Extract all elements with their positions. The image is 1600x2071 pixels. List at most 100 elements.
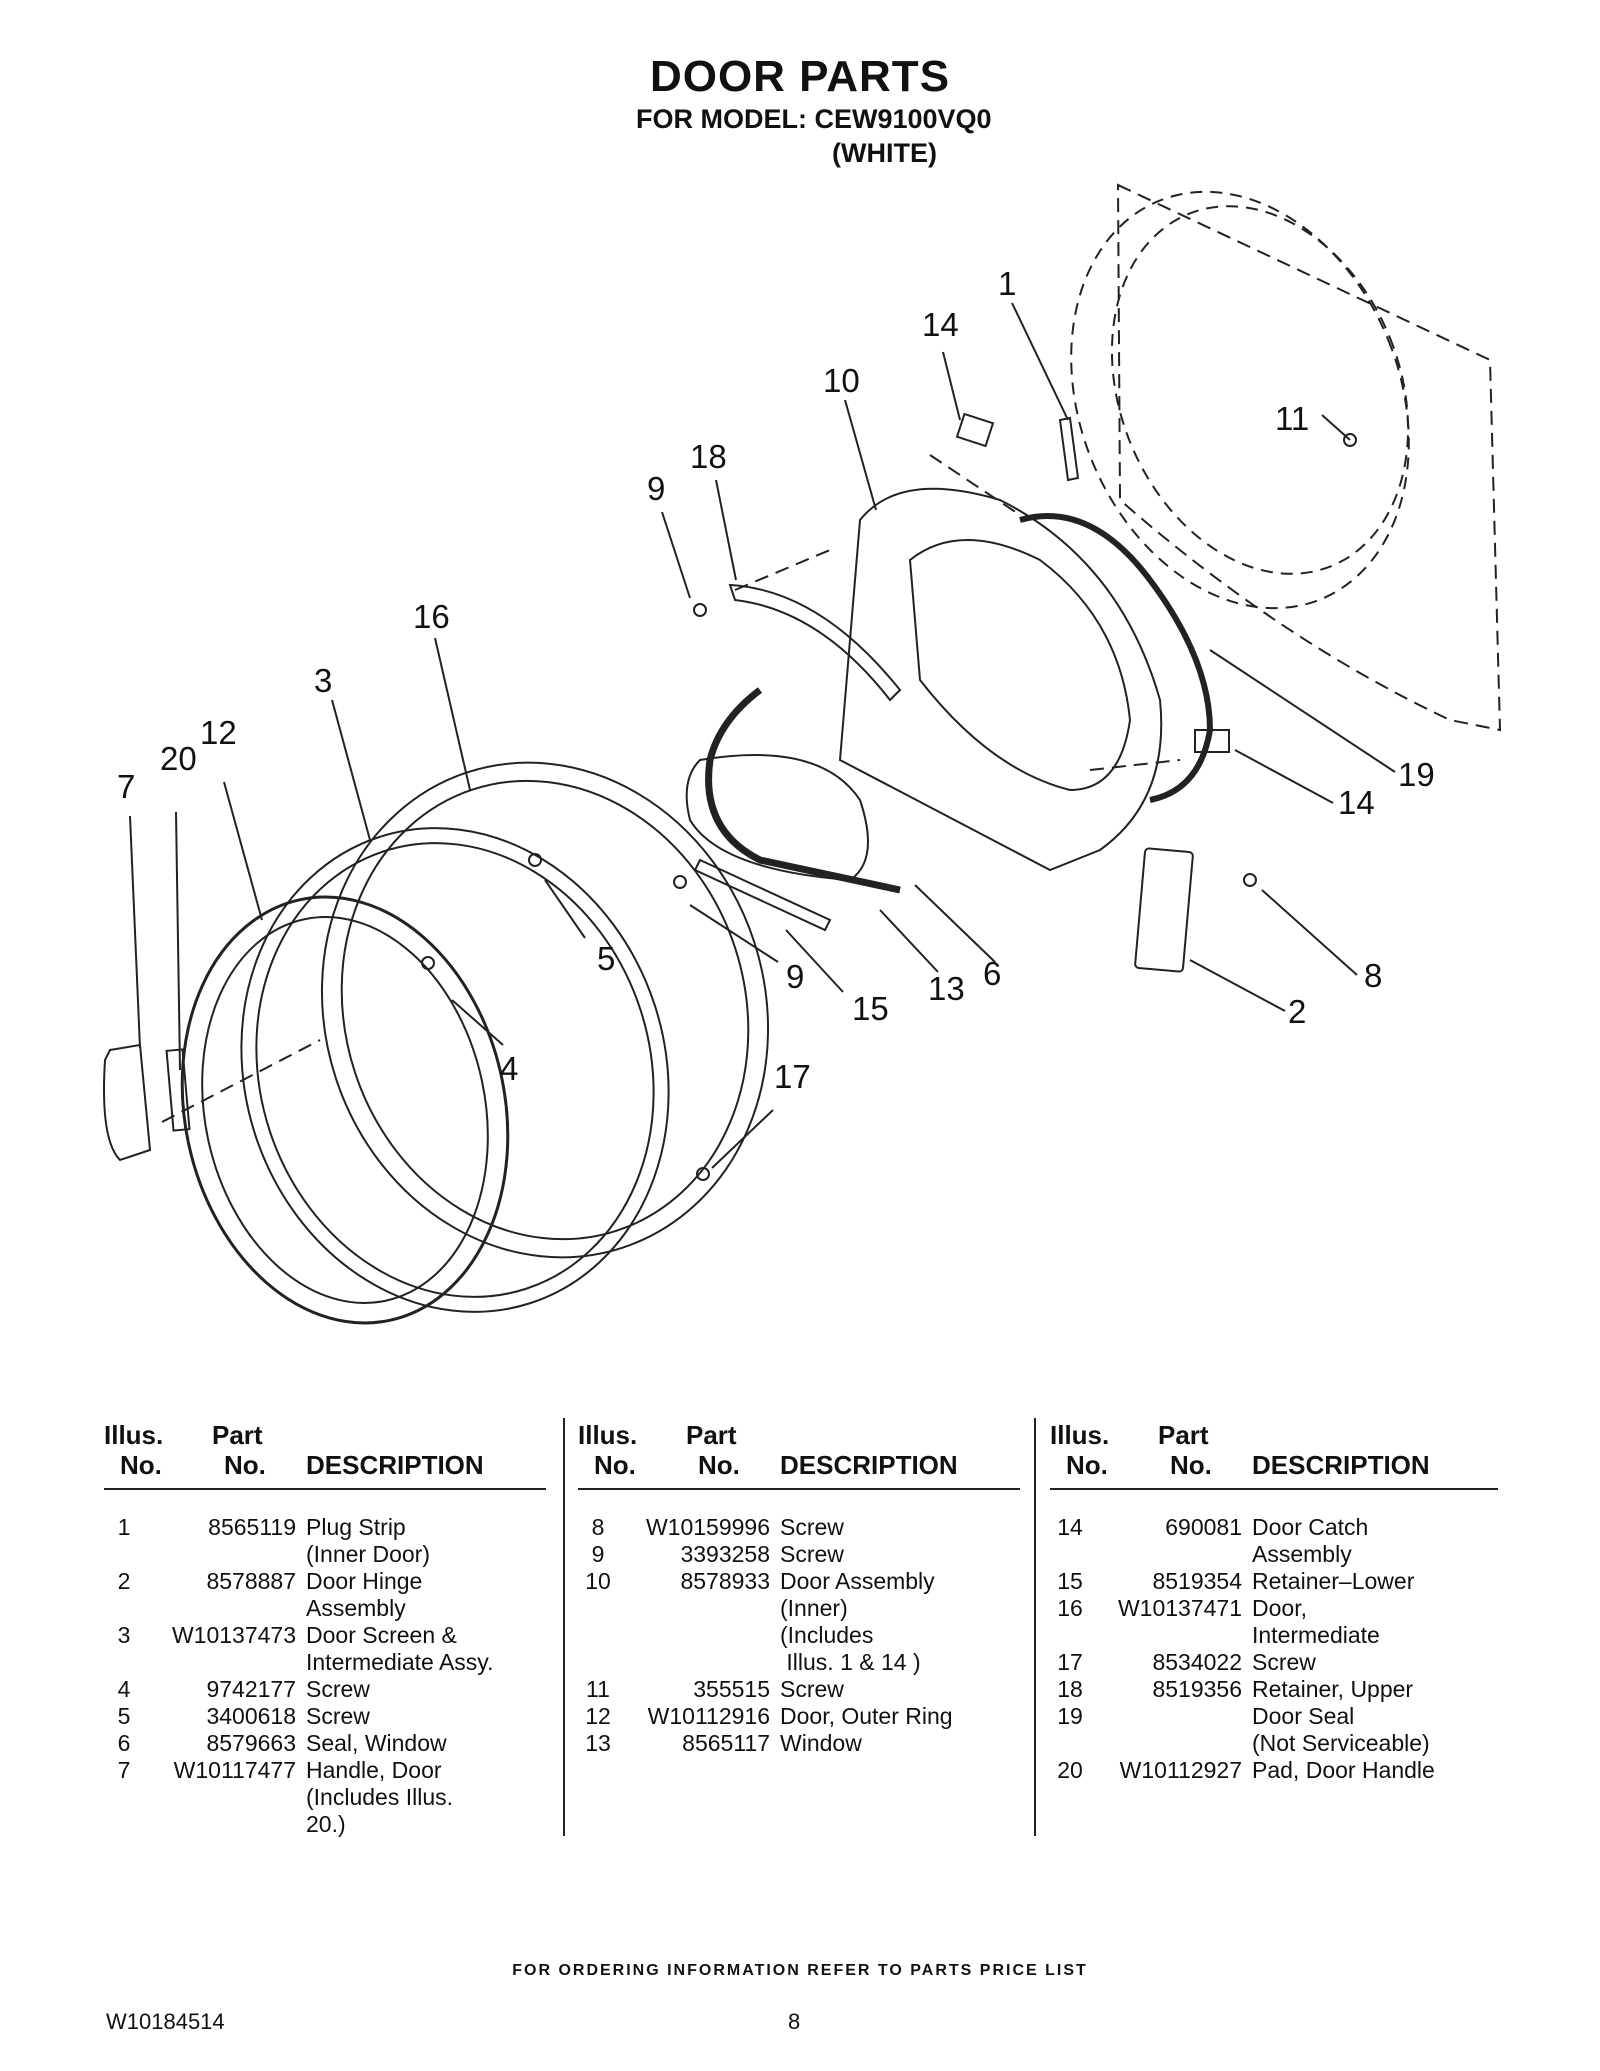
dryer-cabinet-outline	[1116, 183, 1502, 732]
table-row-part-number: 8578887	[206, 1568, 296, 1594]
callout-4: 4	[500, 1050, 519, 1087]
table-row-part-number: 8519354	[1152, 1568, 1242, 1594]
table-row-illus: 9	[591, 1541, 605, 1567]
table-row-illus: 6	[117, 1730, 131, 1756]
header-illus-2: No.	[594, 1450, 636, 1480]
header-illus-1: Illus.	[1050, 1420, 1110, 1450]
callout-7: 7	[117, 768, 136, 805]
table-row-illus: 19	[1057, 1703, 1083, 1729]
table-row-description: Pad, Door Handle	[1252, 1757, 1435, 1783]
callout-16: 16	[413, 598, 450, 635]
table-row-part-number: 8565119	[208, 1514, 296, 1540]
header-part-1: Part	[686, 1420, 737, 1450]
header-part-2: No.	[1170, 1450, 1212, 1480]
table-row-part-number: 690081	[1165, 1514, 1242, 1540]
table-row-illus: 7	[117, 1757, 131, 1783]
table-row-description: Assembly	[306, 1595, 406, 1621]
callout-9-top: 9	[647, 470, 666, 507]
table-row-description: Retainer–Lower	[1252, 1568, 1415, 1594]
table-row-part-number: 9742177	[206, 1676, 296, 1702]
table-row-description: (Includes	[780, 1622, 874, 1648]
header-illus-1: Illus.	[104, 1420, 164, 1450]
table-row-part-number: W10112927	[1119, 1757, 1242, 1783]
table-row-description: Door,	[1252, 1595, 1307, 1621]
table-row-part-number: W10137473	[171, 1622, 296, 1648]
table-header: Illus. No. Part No. DESCRIPTION	[578, 1418, 1020, 1490]
table-row-description: Screw	[306, 1676, 370, 1702]
table-row-description: Window	[780, 1730, 862, 1756]
header-illus-1: Illus.	[578, 1420, 638, 1450]
table-row-description: Door, Outer Ring	[780, 1703, 953, 1729]
callout-20: 20	[160, 740, 197, 777]
table-row-description: Screw	[780, 1514, 844, 1540]
callout-9-bottom: 9	[786, 958, 805, 995]
table-row-part-number: 8519356	[1152, 1676, 1242, 1702]
table-row-illus: 14	[1057, 1514, 1083, 1540]
table-row-illus: 17	[1057, 1649, 1083, 1675]
table-row-illus: 5	[117, 1703, 131, 1729]
table-row-illus: 20	[1057, 1757, 1083, 1783]
table-row-illus: 1	[117, 1514, 131, 1540]
table-row-description: Illus. 1 & 14 )	[780, 1649, 921, 1675]
table-header: Illus. No. Part No. DESCRIPTION	[104, 1418, 546, 1490]
callout-3: 3	[314, 662, 333, 699]
table-row-part-number: 355515	[693, 1676, 770, 1702]
page-number: 8	[788, 2009, 801, 2034]
model-color: (WHITE)	[832, 138, 937, 168]
table-row-description: Door Catch	[1252, 1514, 1369, 1540]
ordering-note: FOR ORDERING INFORMATION REFER TO PARTS …	[512, 1962, 1088, 1979]
callout-13: 13	[928, 970, 965, 1007]
document-number: W10184514	[106, 2009, 225, 2034]
callout-8: 8	[1364, 957, 1383, 994]
table-row-illus: 12	[585, 1703, 611, 1729]
table-row-part-number: 8534022	[1152, 1649, 1242, 1675]
header-part-2: No.	[224, 1450, 266, 1480]
table-row-part-number: 8565117	[682, 1730, 770, 1756]
table-row-description: Intermediate	[1252, 1622, 1380, 1648]
table-row-description: Door Hinge	[306, 1568, 423, 1594]
column-divider	[563, 1418, 565, 1836]
header-description: DESCRIPTION	[306, 1450, 484, 1480]
header-part-1: Part	[212, 1420, 263, 1450]
callout-15: 15	[852, 990, 889, 1027]
column-divider	[1034, 1418, 1036, 1836]
table-row-illus: 2	[117, 1568, 131, 1594]
callout-18: 18	[690, 438, 727, 475]
header-illus-2: No.	[1066, 1450, 1108, 1480]
callout-19: 19	[1398, 756, 1435, 793]
header-part-2: No.	[698, 1450, 740, 1480]
table-row-description: 20.)	[306, 1811, 346, 1837]
header-description: DESCRIPTION	[780, 1450, 958, 1480]
table-row-description: Screw	[306, 1703, 370, 1729]
table-row-description: (Not Serviceable)	[1252, 1730, 1430, 1756]
callout-12: 12	[200, 714, 237, 751]
table-row-description: Screw	[780, 1541, 844, 1567]
table-row-illus: 13	[585, 1730, 611, 1756]
callout-6: 6	[983, 955, 1002, 992]
table-row-description: Plug Strip	[306, 1514, 406, 1540]
table-row-part-number: W10117477	[173, 1757, 296, 1783]
table-row-description: Screw	[1252, 1649, 1316, 1675]
table-row-description: Retainer, Upper	[1252, 1676, 1414, 1702]
table-row-part-number: 3393258	[680, 1541, 770, 1567]
table-row-illus: 15	[1057, 1568, 1083, 1594]
table-row-part-number: 8579663	[206, 1730, 296, 1756]
table-row-description: Door Seal	[1252, 1703, 1355, 1729]
table-row-part-number: W10112916	[647, 1703, 770, 1729]
table-row-illus: 18	[1057, 1676, 1083, 1702]
table-row-part-number: 3400618	[206, 1703, 296, 1729]
table-row-illus: 8	[591, 1514, 605, 1540]
table-row-description: Door Screen &	[306, 1622, 457, 1648]
page-title: DOOR PARTS	[649, 52, 951, 101]
exploded-parts-diagram	[103, 183, 1502, 1325]
header-part-1: Part	[1158, 1420, 1209, 1450]
callout-5: 5	[597, 940, 616, 977]
table-row-part-number: W10137471	[1117, 1595, 1242, 1621]
callout-1: 1	[998, 265, 1017, 302]
callout-11: 11	[1275, 400, 1310, 437]
table-row-description: Handle, Door	[306, 1757, 442, 1783]
table-row-illus: 10	[585, 1568, 611, 1594]
header-illus-2: No.	[120, 1450, 162, 1480]
callout-14-top: 14	[922, 306, 959, 343]
